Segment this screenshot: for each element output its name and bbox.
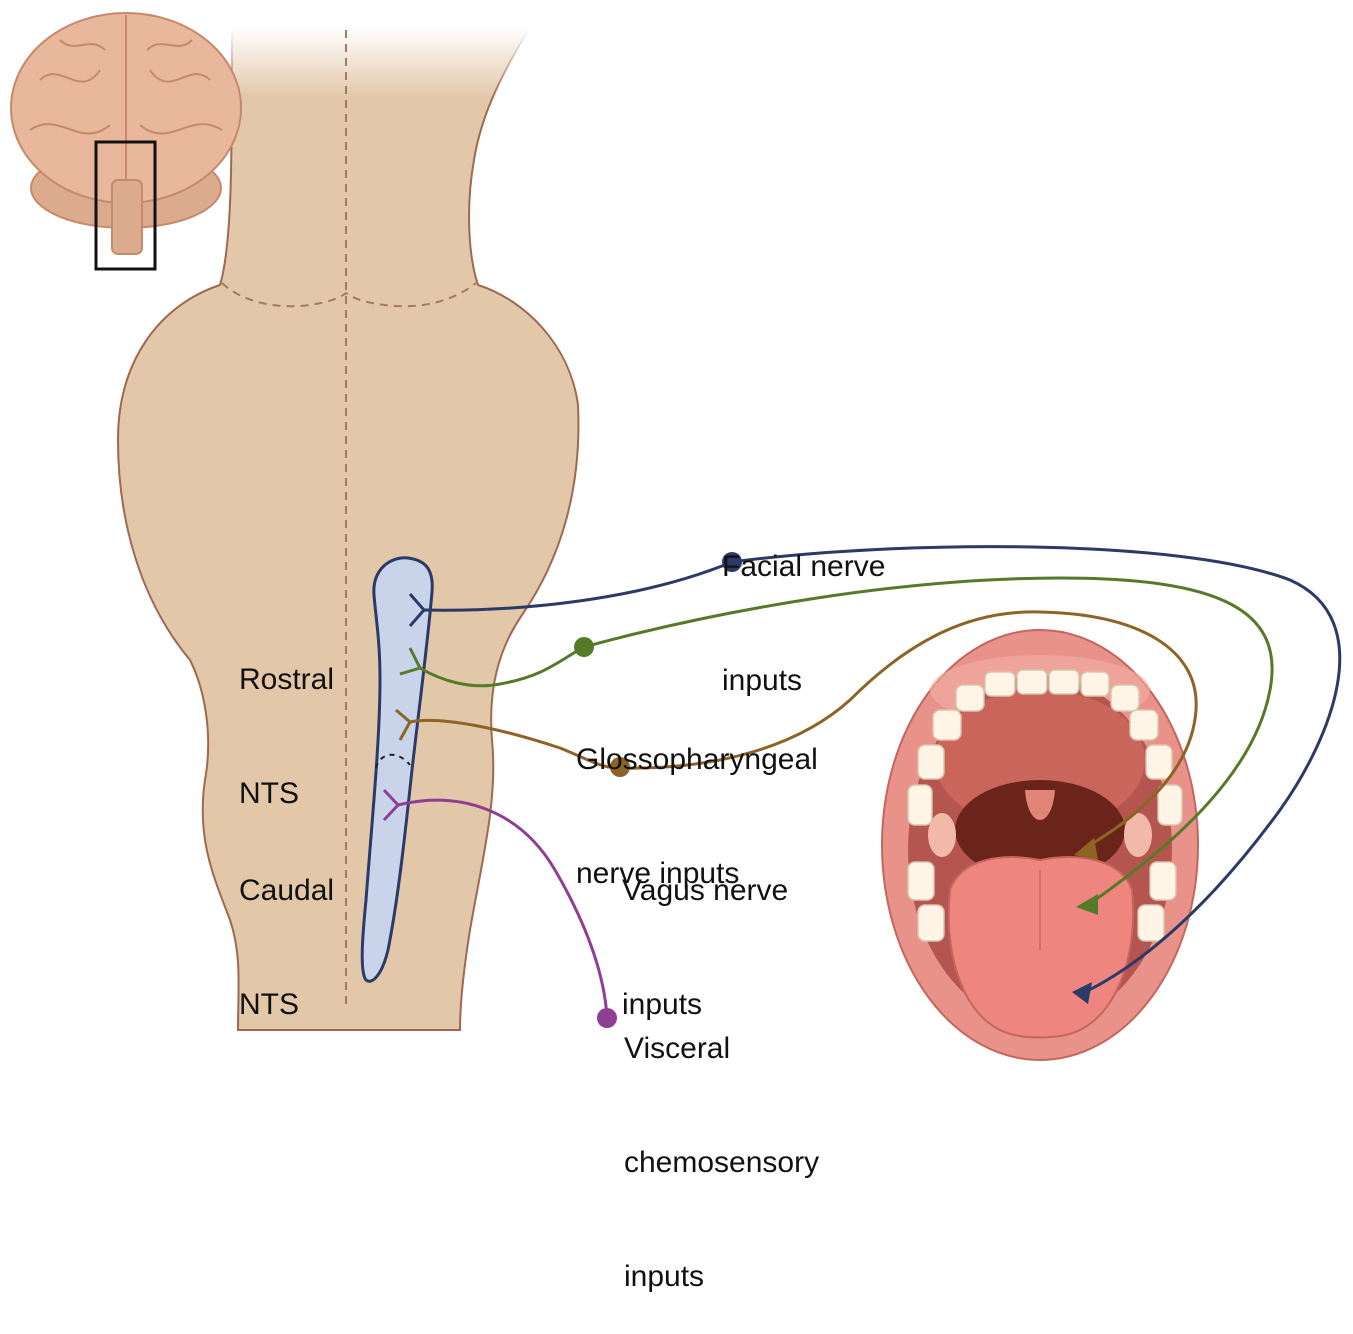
- glossopharyngeal-nerve-ganglion: [574, 637, 594, 657]
- facial-nerve-label: Facial nerve inputs: [722, 472, 885, 738]
- vagus-line-2: inputs: [622, 988, 703, 1021]
- glossopharyngeal-nerve-terminal: [399, 647, 423, 676]
- facial-nerve-fiber: [421, 545, 1342, 994]
- brain-stem-small: [111, 179, 143, 255]
- mouth-icon: [881, 629, 1199, 1061]
- upper-teeth: [907, 669, 1183, 826]
- glossopharyngeal-nerve-pathway: [399, 576, 1274, 915]
- tonsil-left: [928, 813, 956, 857]
- facial-nerve-terminal: [408, 593, 426, 627]
- vagus-nerve-label: Vagus nerve inputs: [622, 796, 788, 1062]
- brainstem-illustration: [116, 28, 580, 1031]
- glossopharyngeal-nerve-label: Glossopharyngeal nerve inputs: [576, 665, 818, 931]
- vagus-nerve-pathway: [395, 610, 1198, 860]
- caudal-nts-label: Caudal NTS: [239, 796, 334, 1062]
- visceral-ganglion: [597, 1008, 617, 1028]
- facial-line-2: inputs: [722, 664, 803, 697]
- visceral-terminal: [382, 788, 401, 822]
- rostral-line: Rostral: [239, 663, 335, 696]
- glossopharyngeal-nerve-fiber: [419, 576, 1274, 902]
- facial-nerve-ganglion: [722, 552, 742, 572]
- visceral-fiber: [397, 798, 609, 1019]
- facial-nerve-arrowhead: [1072, 982, 1092, 1004]
- visceral-line-1: Visceral: [624, 1032, 731, 1065]
- pons-border: [221, 282, 477, 308]
- glossopharyngeal-line-2: nerve inputs: [576, 857, 740, 890]
- vagus-nerve-ganglion: [610, 757, 630, 777]
- nts-outline: [360, 556, 434, 983]
- visceral-pathway: [382, 788, 617, 1028]
- glossopharyngeal-line-1: Glossopharyngeal: [576, 743, 818, 776]
- nts-region: [360, 556, 434, 983]
- caudal-nts-line: NTS: [239, 988, 299, 1021]
- tonsil-right: [1124, 813, 1152, 857]
- vagus-nerve-arrowhead: [1074, 838, 1098, 860]
- glossopharyngeal-nerve-arrowhead: [1076, 894, 1098, 915]
- nts-diagram: [10, 12, 1342, 1061]
- lower-teeth: [907, 861, 1177, 942]
- caudal-line: Caudal: [239, 874, 335, 907]
- uvula: [1025, 790, 1055, 820]
- rostral-nts-label: Rostral NTS: [239, 585, 334, 851]
- facial-nerve-pathway: [408, 545, 1342, 1004]
- vagus-line-1: Vagus nerve: [622, 874, 789, 907]
- facial-line-1: Facial nerve: [722, 550, 886, 583]
- visceral-chemosensory-label: Visceral chemosensory inputs: [624, 954, 819, 1334]
- brain-icon: [10, 12, 242, 271]
- vagus-nerve-terminal: [395, 708, 412, 741]
- rostral-nts-line: NTS: [239, 777, 299, 810]
- rostral-caudal-divider: [375, 753, 411, 769]
- brainstem-body: [116, 29, 580, 1031]
- visceral-line-3: inputs: [624, 1260, 705, 1293]
- focus-box: [94, 140, 157, 271]
- vagus-nerve-fiber: [409, 610, 1198, 847]
- visceral-line-2: chemosensory: [624, 1146, 820, 1179]
